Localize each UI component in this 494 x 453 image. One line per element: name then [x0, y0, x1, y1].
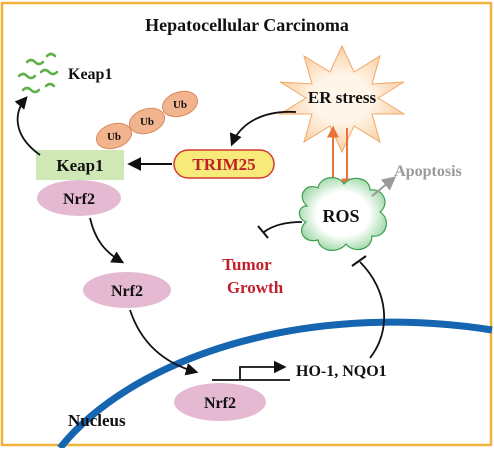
keap1-fragments-icon — [17, 52, 59, 94]
ros-label: ROS — [322, 206, 359, 226]
arrow-nrf2-translocation — [129, 309, 199, 376]
keap1-box — [36, 150, 124, 180]
ub-2 — [128, 107, 166, 135]
ub-1 — [95, 122, 133, 150]
keap1-degraded-label: Keap1 — [68, 66, 112, 83]
inhibit-ros-tumor-bar — [257, 225, 269, 239]
er-stress-star-icon — [278, 44, 406, 154]
target-genes-label: HO-1, NQO1 — [296, 363, 387, 380]
ub-1-label: Ub — [107, 131, 121, 143]
ub-3-label: Ub — [173, 99, 187, 111]
nucleus-label: Nucleus — [68, 411, 126, 430]
transcription-arrow-icon — [239, 360, 287, 380]
growth-label: Growth — [227, 278, 284, 297]
arrow-ros-apoptosis — [371, 176, 397, 197]
inhibit-ros-tumor — [263, 221, 303, 233]
keap1-label: Keap1 — [56, 156, 103, 175]
title: Hepatocellular Carcinoma — [145, 15, 349, 35]
nucleus-membrane — [57, 318, 493, 451]
arrow-nrf2-release — [89, 217, 125, 264]
trim25-label: TRIM25 — [192, 155, 255, 174]
apoptosis-label: Apoptosis — [394, 163, 462, 180]
er-stress-label: ER stress — [308, 88, 377, 107]
inhibit-genes-ros — [359, 261, 385, 359]
tumor-label: Tumor — [222, 255, 272, 274]
arrow-er-trim25 — [229, 110, 297, 147]
nrf2-free-label: Nrf2 — [111, 283, 143, 300]
trim25-box — [173, 149, 275, 179]
ros-cloud-icon — [298, 177, 388, 251]
nrf2-nuclear — [174, 383, 266, 421]
inhibit-genes-ros-bar — [351, 255, 367, 267]
nrf2-free — [83, 272, 171, 308]
ub-3 — [161, 90, 199, 118]
nrf2-bound — [37, 180, 121, 216]
ubiquitin-chain: Ub Ub Ub — [95, 90, 199, 150]
nrf2-bound-label: Nrf2 — [63, 191, 95, 208]
arrow-keap1-degradation — [14, 96, 41, 156]
ub-2-label: Ub — [140, 116, 154, 128]
nrf2-nuclear-label: Nrf2 — [204, 395, 236, 412]
